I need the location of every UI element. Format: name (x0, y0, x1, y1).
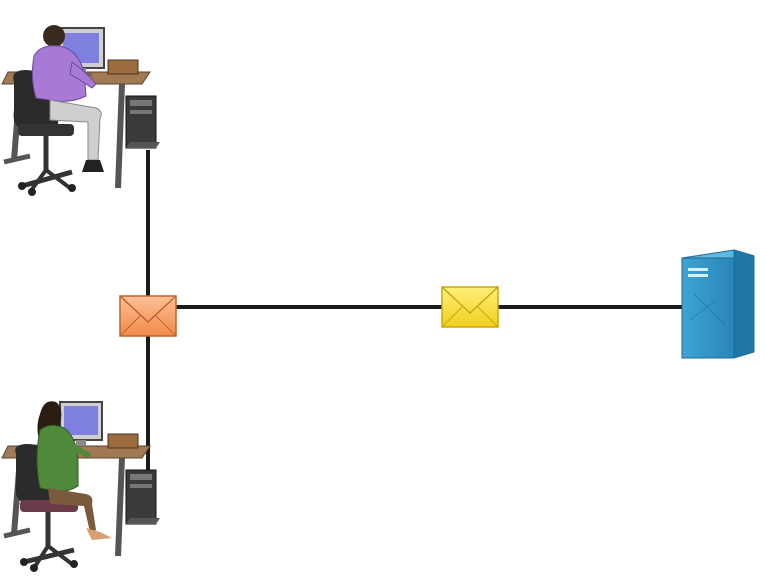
person-man-icon (31, 25, 104, 172)
office-chair-icon (13, 70, 76, 196)
pc-tower-icon (125, 95, 160, 149)
network-cables (146, 150, 684, 470)
envelope-junction-icon (119, 295, 177, 337)
pc-tower-icon (125, 469, 160, 525)
workstation-bottom[interactable] (1, 401, 160, 572)
envelope-link-icon (441, 286, 499, 328)
monitor-icon (59, 401, 103, 446)
person-woman-icon (36, 401, 112, 540)
server-tower-icon[interactable] (681, 249, 755, 359)
workstation-top[interactable] (1, 25, 160, 196)
